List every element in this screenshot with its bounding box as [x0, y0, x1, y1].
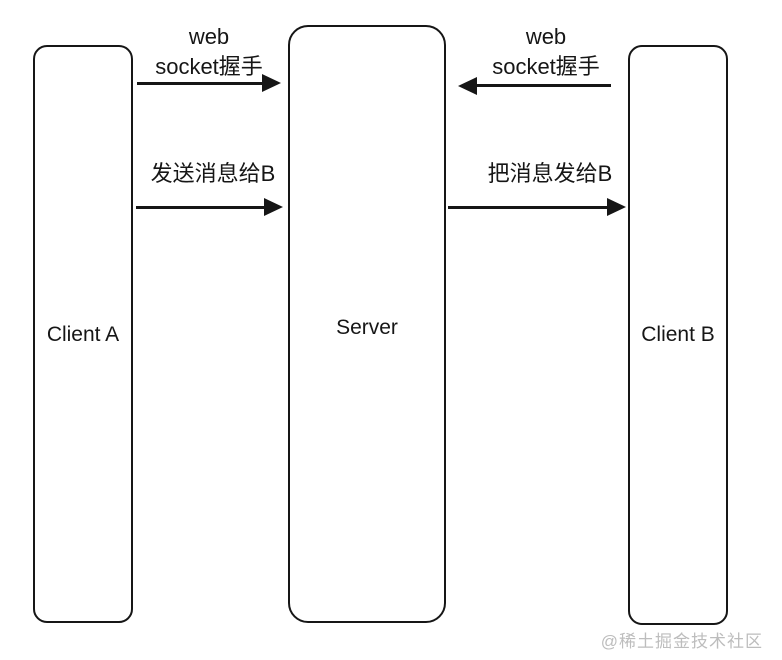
handshake-b-to-server-label: web socket握手: [466, 22, 626, 82]
node-client-a-label: Client A: [46, 323, 120, 346]
handshake-b-to-server-label-line1: web: [525, 24, 567, 49]
send-message-label: 发送消息给B: [150, 161, 276, 186]
forward-message-label: 把消息发给B: [487, 161, 613, 186]
handshake-b-to-server-arrow-line: [476, 84, 611, 87]
handshake-a-to-server-label: web socket握手: [129, 22, 289, 82]
send-message-arrowhead-icon: [264, 198, 283, 216]
send-message-arrow-line: [136, 206, 266, 209]
forward-message-arrow-line: [448, 206, 609, 209]
watermark: @稀土掘金技术社区: [600, 632, 763, 651]
node-client-b-label: Client B: [641, 323, 715, 346]
node-server-label: Server: [336, 316, 398, 339]
handshake-a-to-server-arrow-line: [137, 82, 264, 85]
node-client-b: Client B: [628, 45, 728, 625]
forward-message-arrowhead-icon: [607, 198, 626, 216]
handshake-b-to-server-arrowhead-icon: [458, 77, 477, 95]
node-server: Server: [288, 25, 446, 623]
handshake-a-to-server-arrowhead-icon: [262, 74, 281, 92]
handshake-a-to-server-label-line1: web: [188, 24, 230, 49]
handshake-b-to-server-label-line2: socket握手: [492, 54, 600, 79]
node-client-a: Client A: [33, 45, 133, 623]
handshake-a-to-server-label-line2: socket握手: [155, 54, 263, 79]
